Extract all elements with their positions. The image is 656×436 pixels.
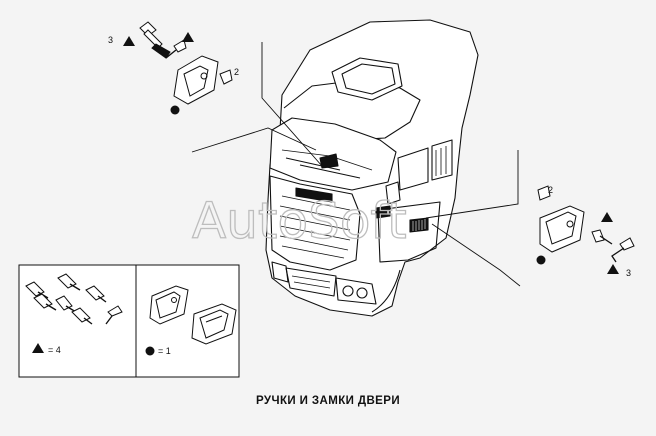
truck-cab-illustration	[265, 19, 479, 317]
dot-icon	[145, 346, 155, 356]
triangle-icon	[32, 343, 44, 353]
legend-triangle-quantity: = 4	[48, 345, 61, 355]
diagram-caption: РУЧКИ И ЗАМКИ ДВЕРИ	[256, 395, 400, 407]
dot-icon	[536, 255, 546, 265]
right-callouts: 2 3	[536, 185, 631, 278]
legend-box: = 4 = 1	[18, 264, 240, 378]
right-parts	[537, 185, 635, 263]
legend-handles-set	[149, 285, 237, 345]
leader-right-a	[425, 150, 519, 219]
lock-cylinder-part	[591, 229, 613, 245]
lock-cylinder-part	[139, 21, 171, 59]
top-left-parts	[139, 21, 233, 105]
legend-dot-quantity: = 1	[158, 346, 171, 356]
outer-handle-part	[539, 205, 585, 253]
key-part	[611, 237, 635, 263]
leader-right-b	[431, 223, 521, 287]
key-part	[165, 39, 187, 59]
legend-cylinders-set	[25, 273, 123, 325]
clip-part	[537, 185, 551, 201]
leader-lines	[191, 42, 521, 287]
top-left-callouts: 3 2	[108, 32, 239, 115]
outer-handle-part	[173, 55, 219, 105]
callout-label-2-right: 2	[548, 185, 553, 195]
triangle-icon	[123, 36, 135, 46]
watermark-text: AutoSoft	[192, 192, 407, 250]
triangle-icon	[182, 32, 194, 42]
dot-icon	[170, 105, 180, 115]
callout-label-3-top: 3	[108, 35, 113, 45]
callout-label-2-top: 2	[234, 67, 239, 77]
triangle-icon	[607, 264, 619, 274]
leader-top-left-b	[191, 127, 317, 153]
callout-label-3-right: 3	[626, 268, 631, 278]
clip-part	[219, 69, 233, 85]
triangle-icon	[601, 212, 613, 222]
